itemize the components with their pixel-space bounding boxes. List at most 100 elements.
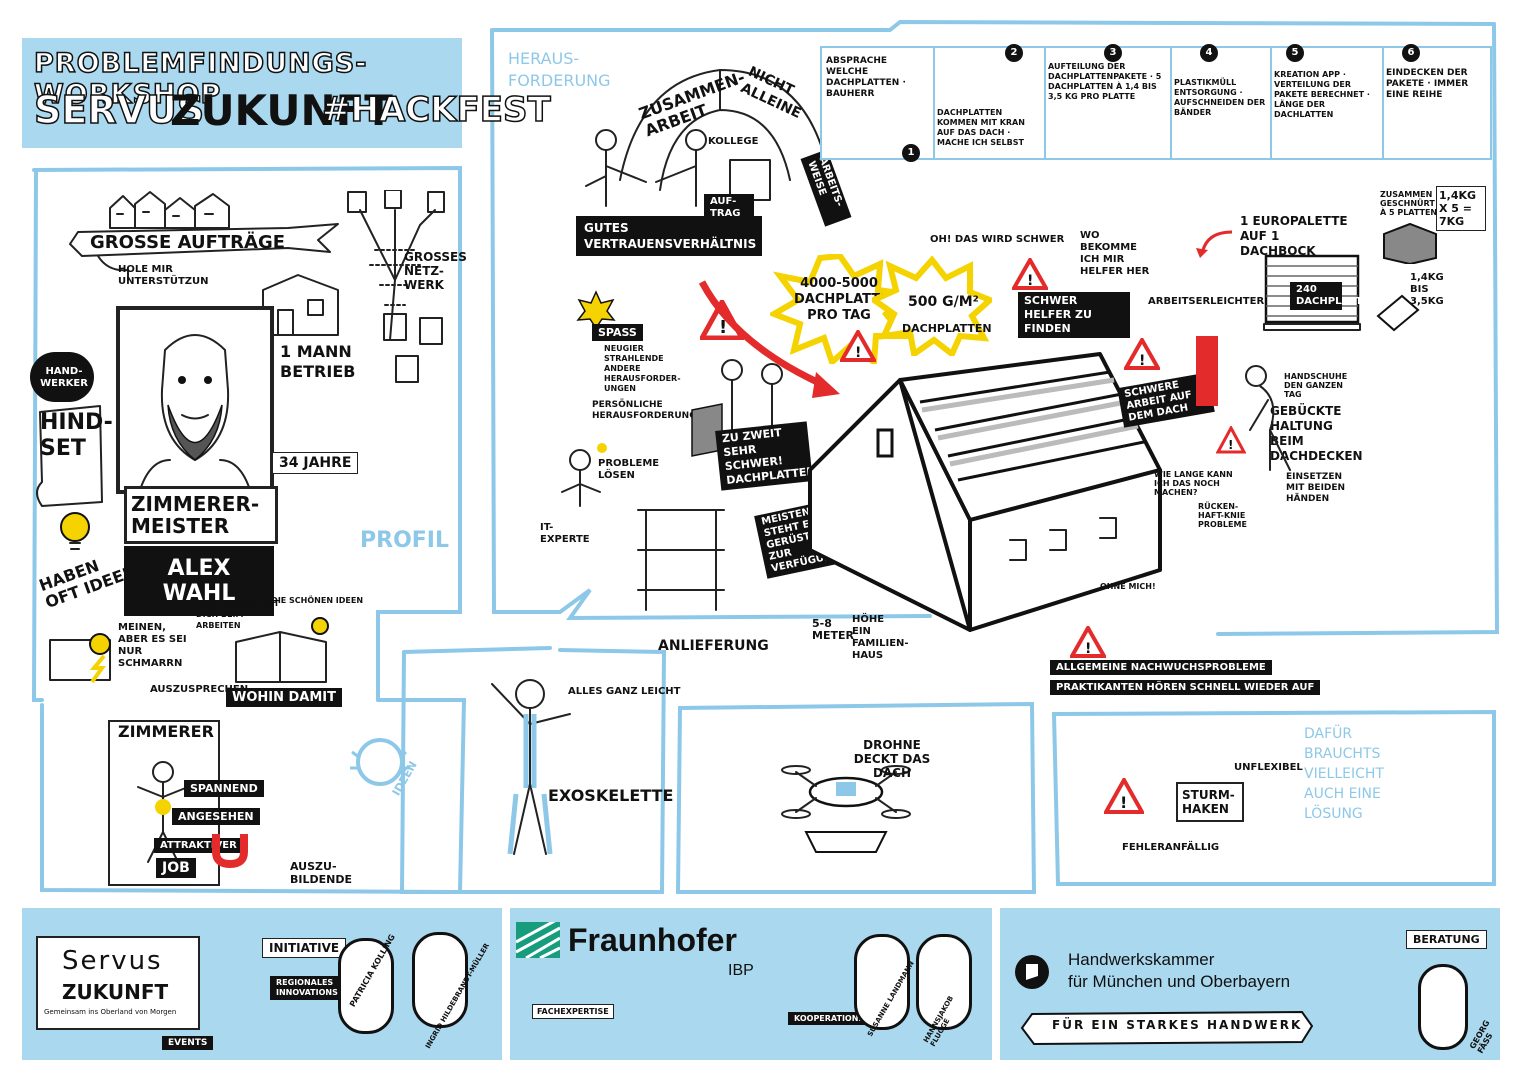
scaffold-icon <box>637 509 725 611</box>
person1-avatar <box>338 938 394 1034</box>
zukunft-word: ZUKUNFT <box>170 86 393 135</box>
step-3: AUFTEILUNG DER DACHPLATTENPAKETE · 5 DAC… <box>1044 44 1172 158</box>
lightbulb-icon <box>60 512 90 550</box>
person2-avatar <box>412 932 468 1028</box>
step-1: ABSPRACHE WELCHE DACHPLATTEN · BAUHERR 1 <box>822 48 935 162</box>
gewicht-label: 500 g/m² <box>908 294 979 310</box>
oh-schwer-label: OH! DAS WIRD SCHWER <box>930 234 1065 245</box>
hwk-line2: für München und Oberbayern <box>1068 972 1291 991</box>
hoehe-label: 5-8 METER <box>812 617 854 642</box>
svg-text:!: ! <box>855 345 861 361</box>
step-5-number: 5 <box>1286 44 1304 62</box>
dafuer-label: DAFÜR BRAUCHTS VIELLEICHT AUCH EINE LÖSU… <box>1304 726 1384 822</box>
network-tree-icon <box>347 190 445 341</box>
probleme-label: PROBLEME LÖSEN <box>598 458 660 481</box>
praktikanten-label: PRAKTIKANTEN HÖREN SCHNELL WIEDER AUF <box>1050 680 1321 695</box>
step-6: EINDECKEN DER PAKETE · IMMER EINE REIHE … <box>1382 44 1490 158</box>
palette-count-label: 240 DACHPLATTEN <box>1290 282 1377 310</box>
warning-icon: ! <box>1012 258 1048 290</box>
beruf-label: ZIMMERER-MEISTER <box>124 486 278 544</box>
red-tag <box>1196 336 1218 406</box>
starkes-handwerk-label: FÜR EIN STARKES HANDWERK <box>1052 1018 1303 1032</box>
step-1-text: ABSPRACHE WELCHE DACHPLATTEN · BAUHERR <box>826 56 906 99</box>
handshake-figures-icon <box>585 129 707 207</box>
gewicht-paket-label: 1,4KG x 5 = 7KG <box>1436 186 1486 231</box>
warning-icon: ! <box>840 330 876 362</box>
palette-icon <box>1263 254 1361 331</box>
wohin-damit-label: WOHIN DAMIT <box>226 688 343 707</box>
zusammen-geschnuert-label: ZUSAMMEN GESCHNÜRT À 5 PLATTEN <box>1380 190 1438 217</box>
svg-text:!: ! <box>1027 273 1033 289</box>
it-figure-icon <box>561 443 607 507</box>
profil-section-label: PROFIL <box>360 528 449 553</box>
logo-zukunft-text: ZUKUNFT <box>62 980 169 1004</box>
grosse-auftraege-label: GROSSE AUFTRÄGE <box>90 232 286 253</box>
beratung-label: BERATUNG <box>1406 930 1487 949</box>
events-label: EVENTS <box>162 1036 214 1050</box>
hoehe-haus-label: HÖHE EIN FAMILIEN-HAUS <box>852 614 909 661</box>
logo-servus-text: Servus <box>62 946 163 976</box>
exoskeleton-figure-icon <box>491 679 571 855</box>
person5-avatar <box>1418 964 1468 1050</box>
angesehen-label: ANGESEHEN <box>172 808 260 825</box>
photo-frames-icon <box>383 313 443 383</box>
vertrauen-label: GUTES VERTRAUENSVERHÄLTNIS <box>576 216 762 256</box>
logo-tagline: Gemeinsam ins Oberland von Morgen <box>44 1008 177 1016</box>
red-arrow-icon <box>698 280 840 398</box>
handschuhe-label: HANDSCHUHE DEN GANZEN TAG <box>1284 372 1348 399</box>
hwk-line1: Handwerkskammer <box>1068 950 1215 969</box>
servus-word: SERVUS <box>33 87 205 133</box>
warning-icon: ! <box>1070 626 1106 658</box>
herausforderung-section-label: HERAUS-FORDERUNG <box>508 49 611 90</box>
arbeitserleichterung-label: ARBEITSERLEICHTERUNG <box>1148 296 1289 307</box>
kollege-label: KOLLEGE <box>708 136 759 147</box>
step-4-number: 4 <box>1200 44 1218 62</box>
sturmhaken-label: STURM-HAKEN <box>1176 782 1244 822</box>
zimmerer-label: ZIMMERER <box>118 722 214 741</box>
auszusprechen-label: AUSZUSPRECHEN <box>150 684 249 695</box>
tile-icon <box>1376 294 1420 332</box>
einsetzen-label: EINSETZEN MIT BEIDEN HÄNDEN <box>1286 472 1346 504</box>
person5-name: GEORG FÄß <box>1468 1018 1495 1055</box>
fraunhofer-wordmark: Fraunhofer <box>568 922 737 958</box>
fraunhofer-panel: Fraunhofer IBP FACHEXPERTISE KOOPERATION… <box>502 908 1000 1060</box>
it-experte-label: IT-EXPERTE <box>540 522 590 545</box>
mindset-scroll <box>36 405 103 507</box>
banner-scroll <box>69 223 339 281</box>
nachwuchs-label: ALLGEMEINE NACHWUCHSPROBLEME <box>1050 660 1272 675</box>
drohne-label: DROHNE DECKT DAS DACH <box>853 738 931 780</box>
dachplatten-label: DACHPLATTEN <box>902 322 992 335</box>
unflexibel-label: UNFLEXIBEL <box>1234 762 1303 773</box>
step-3-text: AUFTEILUNG DER DACHPLATTENPAKETE · 5 DAC… <box>1048 62 1162 101</box>
hwk-logo-icon <box>1015 955 1049 989</box>
handwerker-label: HAND-WERKER <box>40 366 88 389</box>
grosses-netzwerk-label: GROSSES NETZ-WERK <box>404 250 467 292</box>
step-6-number: 6 <box>1402 44 1420 62</box>
step-4: PLASTIKMÜLL ENTSORGUNG · AUFSCHNEIDEN DE… <box>1170 44 1272 158</box>
hole-unterstuetzung-label: HOLE MIR UNTERSTÜTZUN <box>118 264 209 287</box>
auszubildende-label: AUSZU-BILDENDE <box>290 860 352 886</box>
curve-arrow-icon <box>1196 230 1233 258</box>
fachexpertise-label: FACHEXPERTISE <box>532 1004 614 1019</box>
svg-text:!: ! <box>1228 438 1233 452</box>
wie-lange-label: WIE LANGE KANN ICH DAS NOCH MACHEN? <box>1154 470 1233 497</box>
title-block: PROBLEMFINDUNGS-WORKSHOP SERVUS ZUKUNFT … <box>22 38 551 148</box>
meinen-aber-label: MEINEN, ABER ES SEI NUR SCHMARRN <box>118 622 187 669</box>
portrait-frame <box>116 306 274 494</box>
idea-boxes-icon <box>235 617 329 683</box>
magnet-icon <box>212 834 248 868</box>
warning-icon: ! <box>1104 778 1144 814</box>
spannend-label: SPANNEND <box>184 780 264 797</box>
gewicht-platte-label: 1,4KG BIS 3,5KG <box>1410 272 1444 307</box>
persoenliche-label: PERSÖNLICHE HERAUSFORDERUNG <box>592 400 697 421</box>
gebueckte-label: GEBÜCKTE HALTUNG BEIM DACHDECKEN <box>1270 404 1363 463</box>
svg-text:!: ! <box>1085 641 1091 657</box>
step-1-number: 1 <box>902 144 920 162</box>
servus-zukunft-logo: Servus ZUKUNFT Gemeinsam ins Oberland vo… <box>36 936 200 1030</box>
europalette-label: 1 EUROPALETTE AUF 1 DACHBOCK <box>1240 214 1348 258</box>
step-2-number: 2 <box>1005 44 1023 62</box>
svg-text:!: ! <box>719 317 727 338</box>
idea-box-icon <box>49 633 111 684</box>
package-icon <box>1383 222 1437 264</box>
